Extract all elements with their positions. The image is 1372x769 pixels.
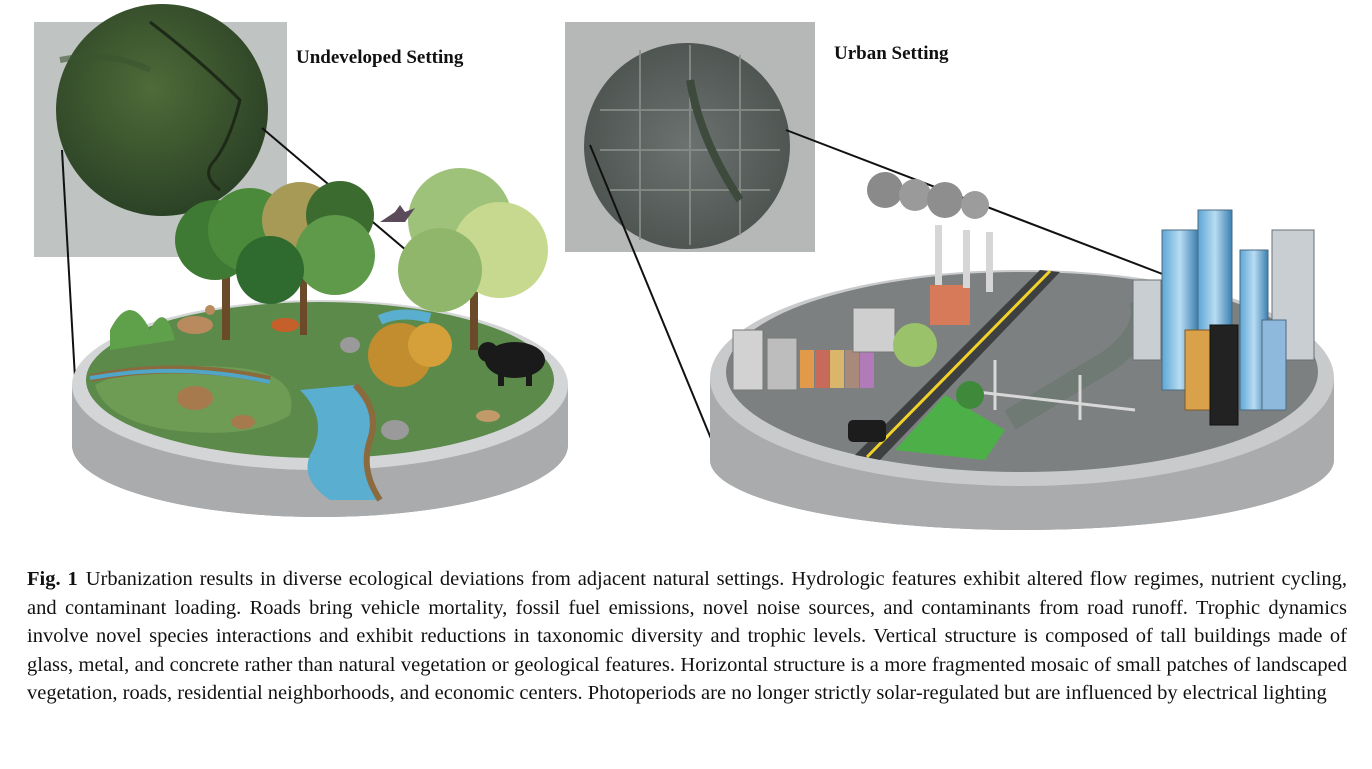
car [848, 420, 886, 442]
figure-illustration [34, 4, 1334, 530]
factory-smokestacks [867, 172, 993, 292]
urban-setting-label: Urban Setting [834, 43, 949, 64]
animal-silhouettes [177, 205, 545, 440]
residential-buildings [732, 285, 970, 391]
aerial-photo-city [584, 43, 790, 249]
undeveloped-setting-label: Undeveloped Setting [296, 47, 464, 68]
urban-setting-illustration [565, 22, 1334, 530]
figure-number: Fig. 1 [27, 568, 78, 590]
undeveloped-setting-illustration [34, 4, 568, 517]
caption-text: Urbanization results in diverse ecologic… [27, 568, 1347, 705]
skyscrapers [1132, 209, 1315, 426]
bridge [959, 360, 1136, 420]
forest-trees [110, 168, 548, 387]
